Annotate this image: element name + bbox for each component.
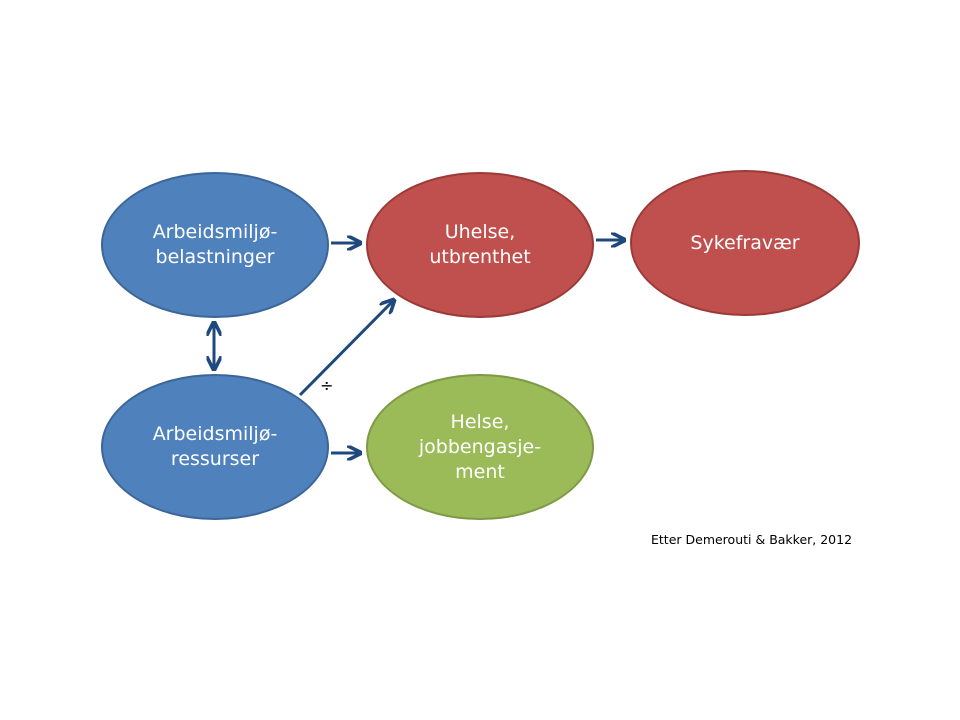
node-job-demands: Arbeidsmiljø- belastninger: [101, 172, 329, 318]
node-job-demands-line-2: belastninger: [155, 246, 275, 268]
node-sick-absence-line-1: Sykefravær: [690, 231, 800, 254]
negative-effect-label: ÷: [320, 376, 334, 395]
node-health-engagement-line-2: jobbengasje-: [418, 435, 542, 458]
source-citation: Etter Demerouti & Bakker, 2012: [651, 532, 853, 547]
node-job-resources-line-2: ressurser: [170, 448, 260, 470]
node-health-engagement: Helse, jobbengasje- ment: [366, 374, 594, 520]
node-ill-health-line-2: utbrenthet: [429, 246, 531, 268]
node-health-engagement-line-3: ment: [455, 460, 505, 483]
node-job-demands-line-1: Arbeidsmiljø-: [152, 221, 278, 243]
node-sick-absence: Sykefravær: [630, 170, 860, 316]
node-ill-health-line-1: Uhelse,: [444, 221, 516, 243]
node-health-engagement-line-1: Helse,: [450, 410, 510, 433]
node-ill-health: Uhelse, utbrenthet: [366, 172, 594, 318]
node-job-resources-line-1: Arbeidsmiljø-: [152, 423, 278, 445]
node-job-resources: Arbeidsmiljø- ressurser: [101, 374, 329, 520]
arrow-resources-to-illness: [298, 301, 393, 397]
